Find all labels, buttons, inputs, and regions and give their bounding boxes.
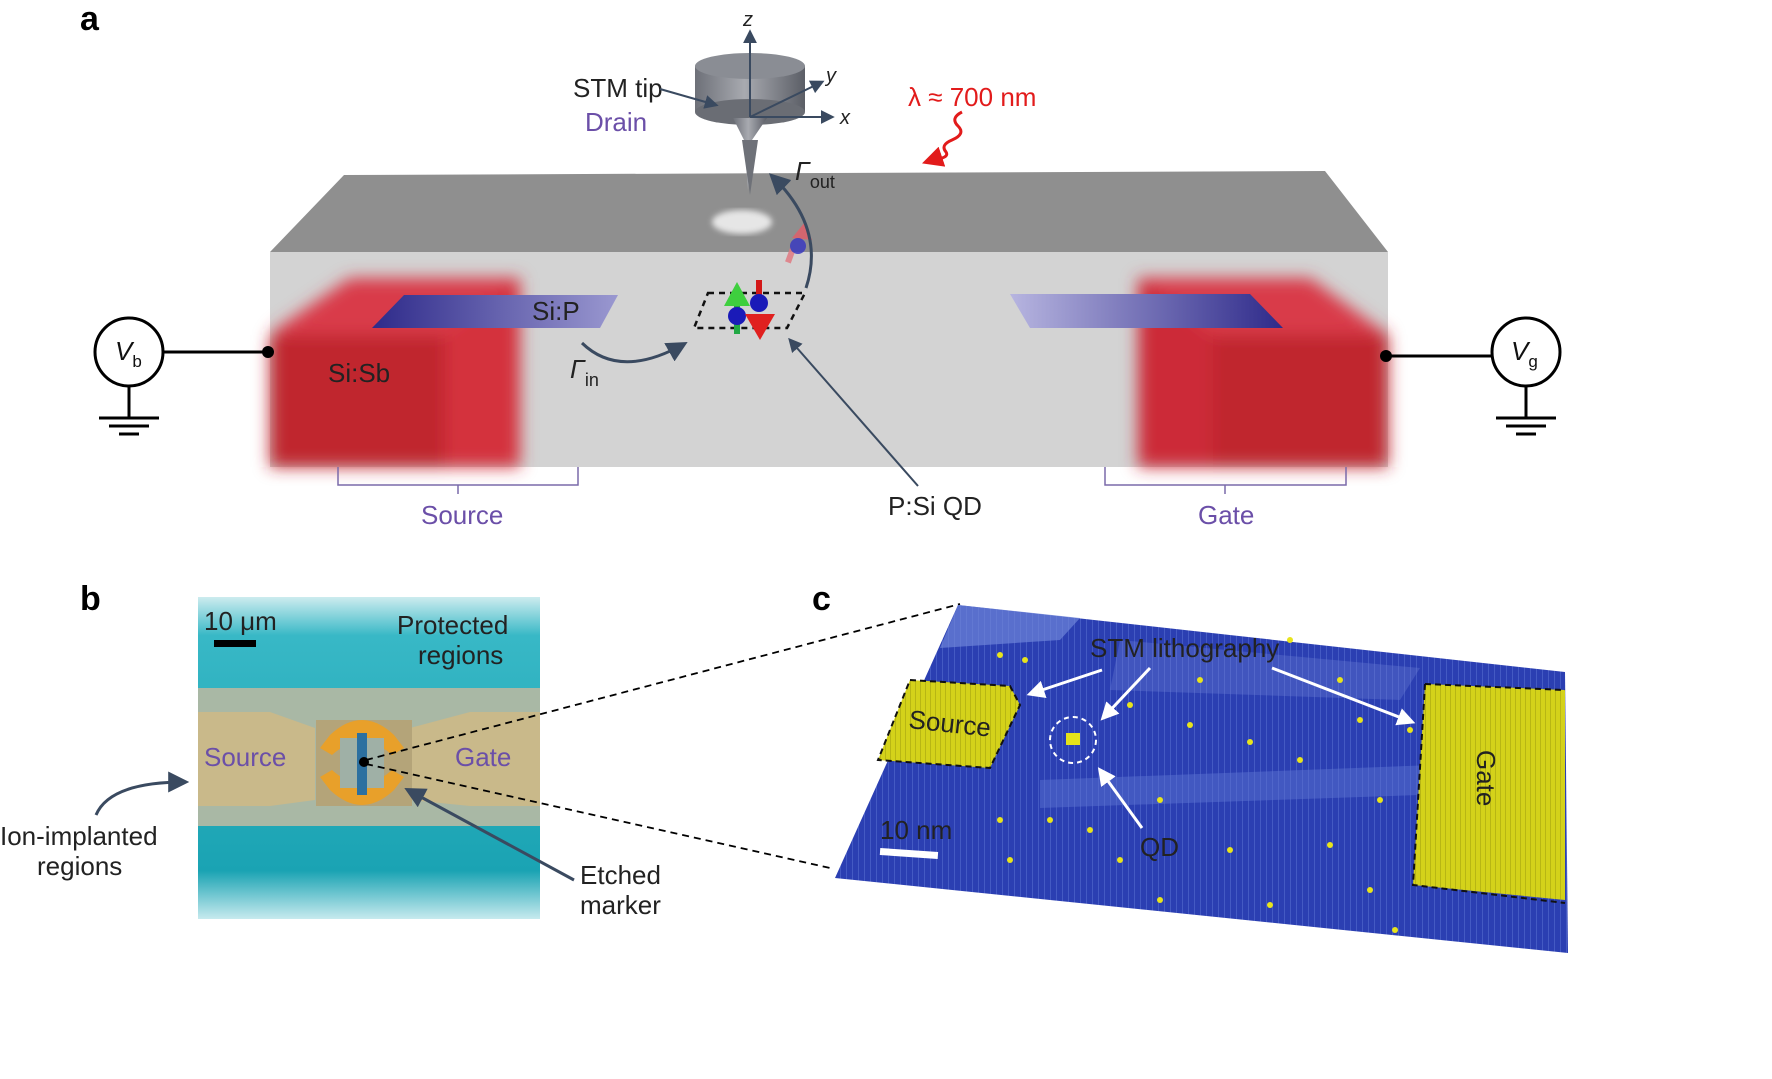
gamma-in-arrow: [580, 341, 688, 364]
psi-qd-pointer: [788, 337, 919, 487]
qd-label: QD: [1140, 832, 1179, 862]
qd-dashed-box: [692, 291, 808, 330]
gate-label-b: Gate: [455, 742, 511, 772]
etched-label-2: marker: [580, 890, 661, 920]
scale-bar-c: [879, 847, 939, 860]
vg-label: Vg: [1511, 336, 1538, 371]
axes: [743, 29, 835, 124]
zoom-line-top: [365, 603, 961, 761]
si-p-right-lead: [1010, 294, 1283, 328]
si-p-left-lead: [372, 295, 618, 328]
si-sb-label: Si:Sb: [328, 358, 390, 388]
light-wave: [922, 110, 963, 167]
qd-electrons: [724, 280, 775, 340]
stm-tip-pointer: [659, 88, 719, 109]
si-p-label: Si:P: [532, 296, 580, 326]
protected-label-2: regions: [418, 640, 503, 670]
vb-label: Vb: [115, 336, 142, 371]
gamma-out-arrow: [768, 173, 813, 289]
axis-z: z: [742, 9, 753, 31]
litho-arrow-qd: [1100, 666, 1152, 721]
panel-b-label: b: [80, 580, 101, 618]
zoom-line-bottom: [365, 763, 831, 869]
stm-tip: [695, 53, 805, 195]
scale-bar-b: [214, 640, 256, 647]
stm-litho-label: STM lithography: [1090, 633, 1279, 663]
source-label-a: Source: [421, 500, 503, 530]
source-bracket: [337, 467, 579, 494]
panel-a-label: a: [80, 0, 100, 38]
vb-source: [93, 316, 274, 436]
escaping-electron: [785, 222, 812, 264]
ion-label-2: regions: [37, 851, 122, 881]
axis-y: y: [824, 65, 837, 87]
etched-dot: [359, 757, 369, 767]
gamma-out-label: Γout: [795, 156, 835, 192]
etched-pointer: [404, 787, 575, 882]
optical-image: [198, 597, 540, 919]
psi-qd-label: P:Si QD: [888, 491, 982, 521]
litho-arrow-source: [1026, 668, 1103, 698]
ion-pointer: [94, 771, 190, 816]
scale-label-b: 10 μm: [204, 606, 277, 636]
block-top-face: [270, 171, 1388, 252]
tip-spot: [712, 210, 772, 234]
stm-image: [835, 605, 1568, 953]
litho-arrow-gate: [1271, 666, 1416, 726]
vg-source: [1380, 316, 1562, 436]
panel-c-label: c: [812, 580, 831, 618]
ion-label-1: Ion-implanted: [0, 821, 158, 851]
source-label-b: Source: [204, 742, 286, 772]
wavelength-label: λ ≈ 700 nm: [908, 82, 1036, 112]
qd-arrow: [1097, 767, 1144, 829]
protected-label-1: Protected: [397, 610, 508, 640]
gate-bracket: [1104, 467, 1347, 494]
etched-label-1: Etched: [580, 860, 661, 890]
axis-x: x: [839, 107, 851, 129]
gate-label-a: Gate: [1198, 500, 1254, 530]
gamma-in-label: Γin: [570, 354, 599, 390]
stm-tip-label: STM tip: [573, 73, 663, 103]
drain-label: Drain: [585, 107, 647, 137]
scale-label-c: 10 nm: [880, 815, 952, 845]
gate-label-c: Gate: [1471, 750, 1501, 806]
